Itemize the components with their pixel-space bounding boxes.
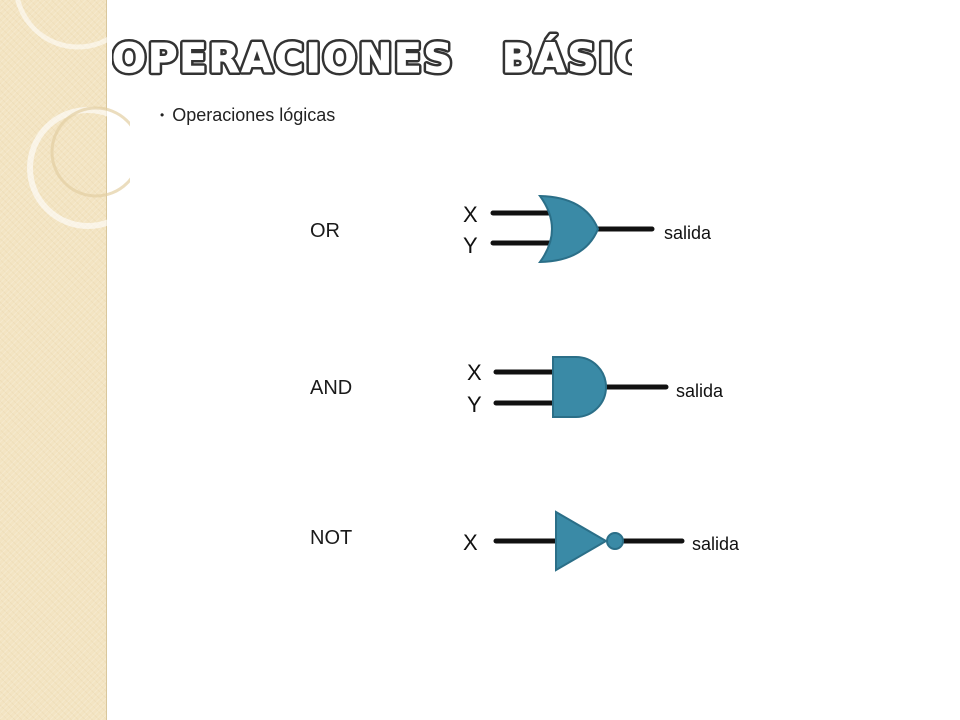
not-gate-symbol <box>555 510 608 572</box>
gate-label-not: NOT <box>310 527 353 549</box>
and-gate: X Y salida <box>467 356 724 418</box>
and-gate-symbol <box>552 356 607 418</box>
or-input-x-label: X <box>463 202 478 227</box>
not-output-label: salida <box>692 534 740 554</box>
gate-label-and: AND <box>310 377 353 399</box>
bullet-dot-icon: • <box>160 108 165 122</box>
svg-text:OPERACIONES BÁSICAS: OPERACIONES BÁSICAS <box>112 34 632 82</box>
or-gate: X Y salida <box>463 194 712 264</box>
not-gate: X salida <box>463 510 740 572</box>
and-output-label: salida <box>676 381 724 401</box>
and-input-y-label: Y <box>467 392 482 417</box>
or-gate-symbol <box>538 194 600 264</box>
decorative-circles <box>15 0 130 229</box>
and-input-x-label: X <box>467 360 482 385</box>
page-title: OPERACIONES BÁSICAS OPERACIONES BÁSICAS <box>112 31 632 85</box>
bullet-item: • Operaciones lógicas <box>160 105 335 126</box>
bullet-text: Operaciones lógicas <box>172 105 336 125</box>
or-output-label: salida <box>664 223 712 243</box>
or-input-y-label: Y <box>463 233 478 258</box>
gate-label-or: OR <box>310 220 340 242</box>
not-inversion-bubble <box>606 532 624 550</box>
svg-text:OPERACIONES BÁSICAS: OPERACIONES BÁSICAS <box>112 34 632 82</box>
not-input-x-label: X <box>463 530 478 555</box>
